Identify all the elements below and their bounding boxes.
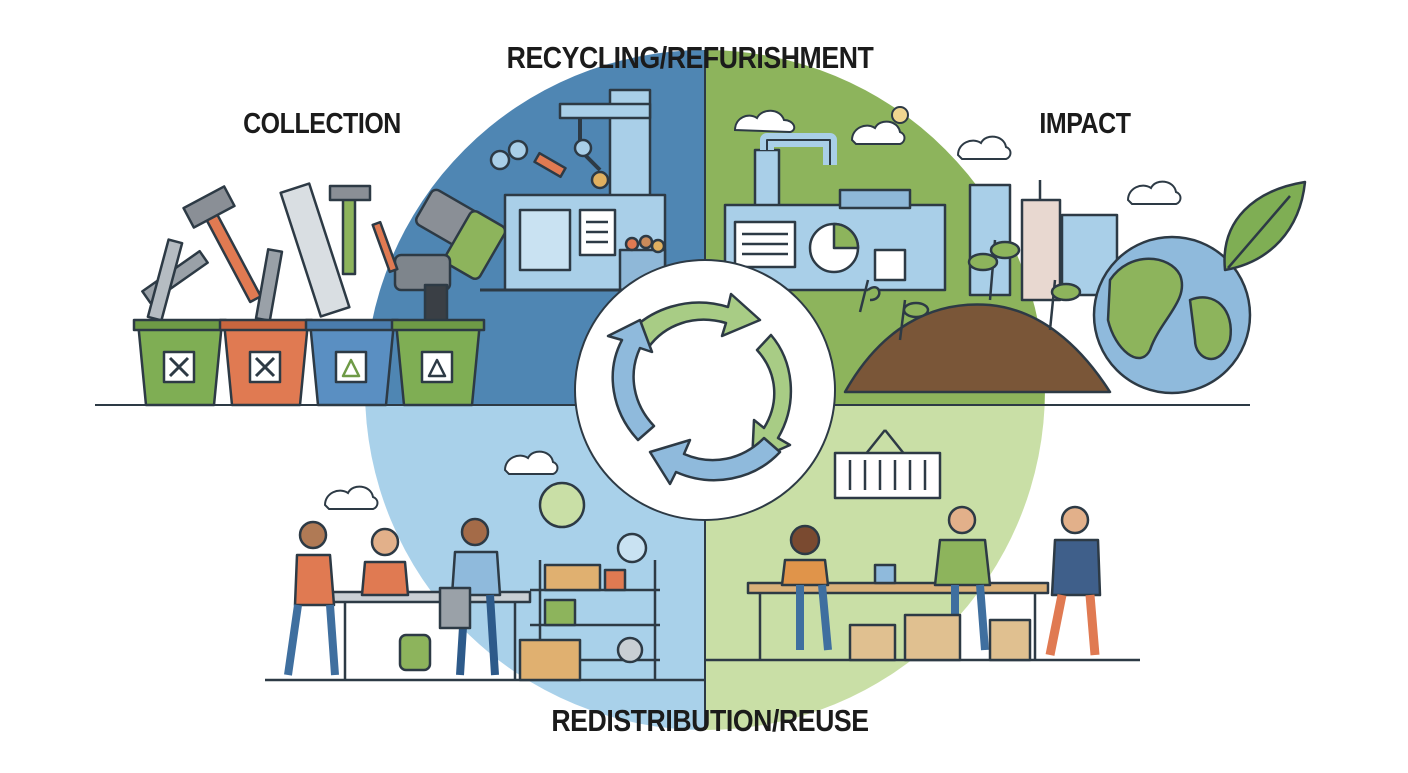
- redistribution-scene: [265, 481, 705, 682]
- bin-green-icon: [132, 318, 228, 407]
- person-1-icon: [284, 520, 339, 676]
- center-hub: [574, 259, 836, 521]
- bin-orange-icon: [218, 318, 314, 407]
- tool-board-icon: [833, 429, 942, 500]
- tools-icon: [141, 182, 507, 327]
- globe-icon: [1092, 235, 1252, 395]
- repair-scene: [705, 429, 1140, 662]
- gears-icon: [489, 139, 567, 179]
- person-4-icon: [780, 524, 832, 651]
- recycle-arrows-icon: [606, 292, 793, 486]
- repair-bench: [746, 581, 1050, 595]
- collection-scene: [132, 182, 507, 407]
- recycling-scene: [480, 88, 700, 292]
- leaf-icon: [1223, 180, 1307, 272]
- stage-label-impact: IMPACT: [1039, 108, 1131, 140]
- soil-mound: [843, 239, 1112, 394]
- stage-label-collection: COLLECTION: [243, 108, 401, 140]
- stage-label-redistribution: REDISTRIBUTION/REUSE: [551, 703, 869, 738]
- stage-label-recycling: RECYCLING/REFURISHMENT: [506, 40, 874, 75]
- bin-blue-icon: [304, 318, 400, 407]
- person-2-icon: [360, 527, 410, 597]
- bin-green2-icon: [390, 318, 486, 407]
- person-6-icon: [1045, 505, 1102, 656]
- sun-icon: [891, 106, 909, 124]
- clouds: [323, 109, 1182, 510]
- shelf: [518, 532, 660, 682]
